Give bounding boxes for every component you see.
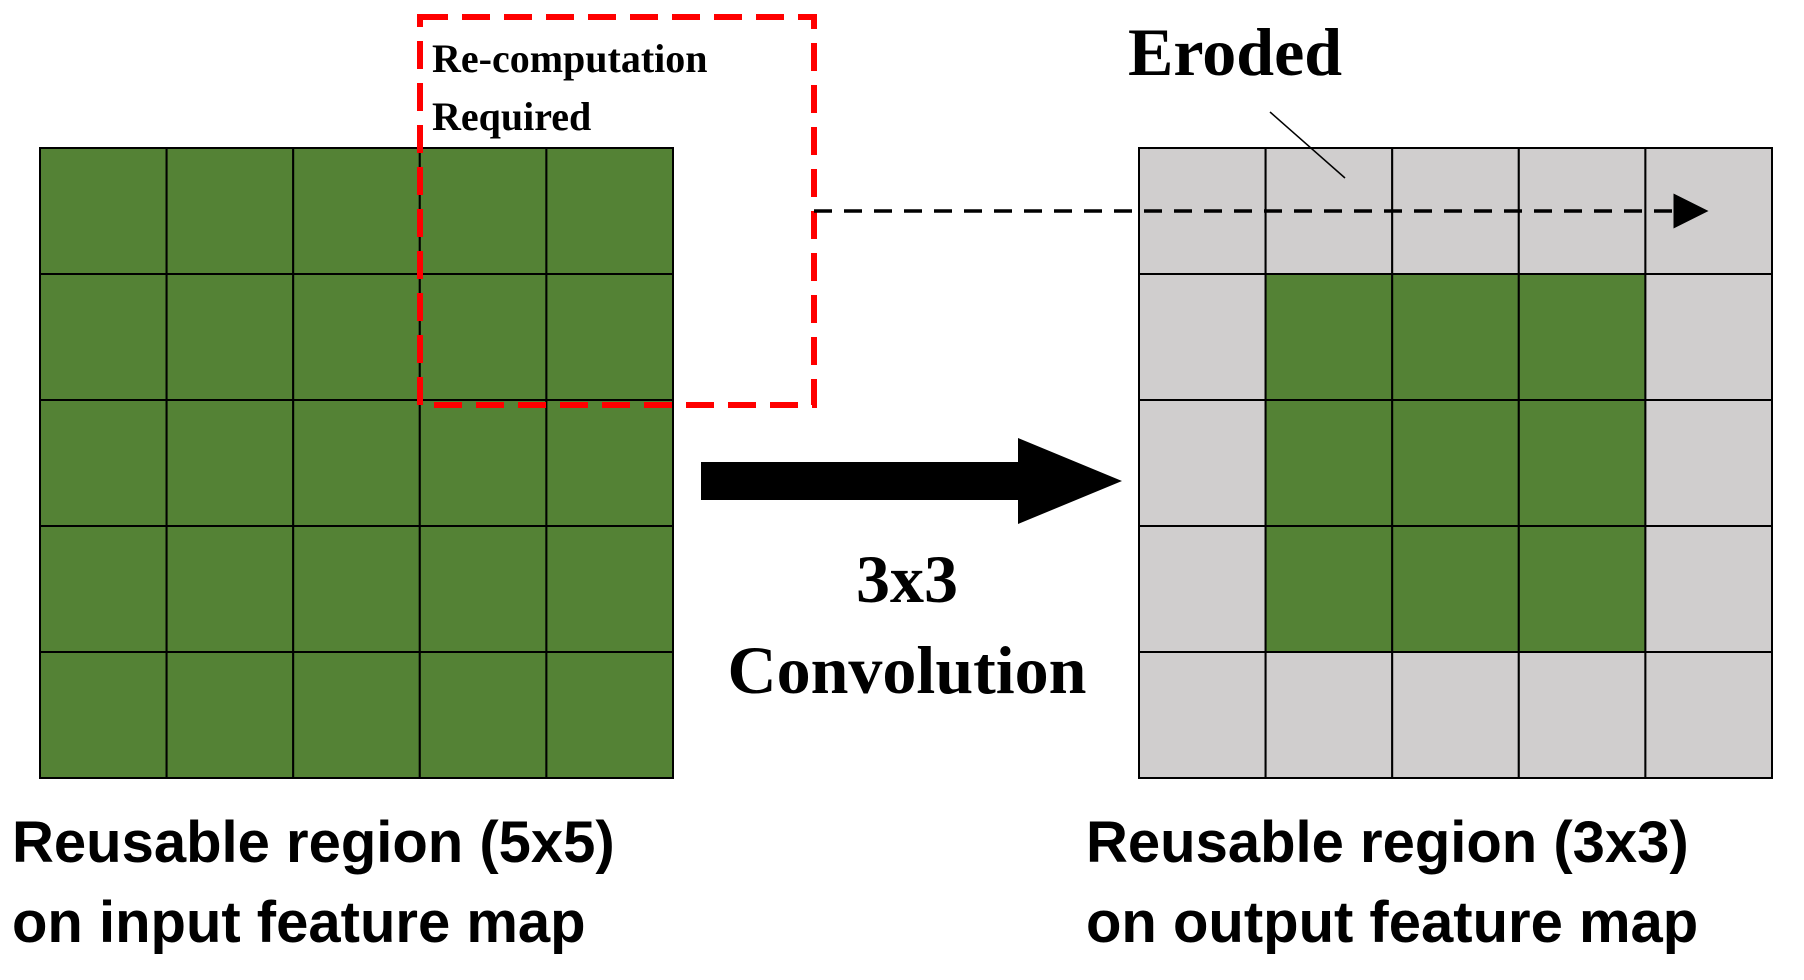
output-cell-reusable xyxy=(1391,525,1520,653)
output-cell-eroded xyxy=(1138,273,1267,401)
input-cell-reusable xyxy=(39,651,168,779)
input-cell-reusable xyxy=(292,525,421,653)
output-cell-reusable xyxy=(1517,399,1647,527)
input-caption-line1: Reusable region (5x5) xyxy=(12,810,615,875)
output-cell-eroded xyxy=(1644,399,1774,527)
input-cell-reusable xyxy=(418,147,548,275)
input-cell-reusable xyxy=(165,651,295,779)
output-cell-reusable xyxy=(1264,273,1394,401)
output-cell-reusable xyxy=(1391,273,1520,401)
input-cell-reusable xyxy=(545,399,675,527)
input-feature-map-grid xyxy=(39,147,675,779)
output-feature-map-grid xyxy=(1138,147,1774,779)
input-cell-reusable xyxy=(545,651,675,779)
recomputation-label-line1: Re-computation xyxy=(432,36,708,81)
input-cell-reusable xyxy=(39,399,168,527)
input-cell-reusable xyxy=(165,399,295,527)
output-cell-reusable xyxy=(1391,399,1520,527)
input-cell-reusable xyxy=(165,147,295,275)
input-cell-reusable xyxy=(418,525,548,653)
eroded-label: Eroded xyxy=(1128,14,1342,90)
input-cell-reusable xyxy=(545,525,675,653)
input-cell-reusable xyxy=(165,525,295,653)
output-cell-eroded xyxy=(1138,399,1267,527)
output-cell-reusable xyxy=(1264,525,1394,653)
input-cell-reusable xyxy=(418,273,548,401)
output-cell-eroded xyxy=(1138,525,1267,653)
input-cell-reusable xyxy=(165,273,295,401)
output-cell-eroded xyxy=(1138,651,1267,779)
input-cell-reusable xyxy=(418,651,548,779)
output-caption-line2: on output feature map xyxy=(1086,890,1698,955)
operation-label-line2: Convolution xyxy=(728,632,1087,708)
output-cell-eroded xyxy=(1264,651,1394,779)
input-cell-reusable xyxy=(39,273,168,401)
operation-label-line1: 3x3 xyxy=(856,541,958,617)
input-cell-reusable xyxy=(545,147,675,275)
output-cell-eroded xyxy=(1644,273,1774,401)
eroded-leader-line xyxy=(1269,111,1346,179)
output-cell-reusable xyxy=(1517,273,1647,401)
output-cell-eroded xyxy=(1644,651,1774,779)
input-cell-reusable xyxy=(292,273,421,401)
input-cell-reusable xyxy=(39,147,168,275)
output-cell-reusable xyxy=(1264,399,1394,527)
output-cell-eroded xyxy=(1391,651,1520,779)
recomputation-label-line2: Required xyxy=(432,94,591,139)
input-cell-reusable xyxy=(39,525,168,653)
output-caption-line1: Reusable region (3x3) xyxy=(1086,810,1689,875)
input-cell-reusable xyxy=(545,273,675,401)
input-cell-reusable xyxy=(292,399,421,527)
output-cell-reusable xyxy=(1517,525,1647,653)
input-cell-reusable xyxy=(292,651,421,779)
output-cell-eroded xyxy=(1517,651,1647,779)
convolution-arrow xyxy=(701,438,1122,524)
input-caption-line2: on input feature map xyxy=(12,890,586,955)
input-cell-reusable xyxy=(292,147,421,275)
output-cell-eroded xyxy=(1644,525,1774,653)
input-cell-reusable xyxy=(418,399,548,527)
